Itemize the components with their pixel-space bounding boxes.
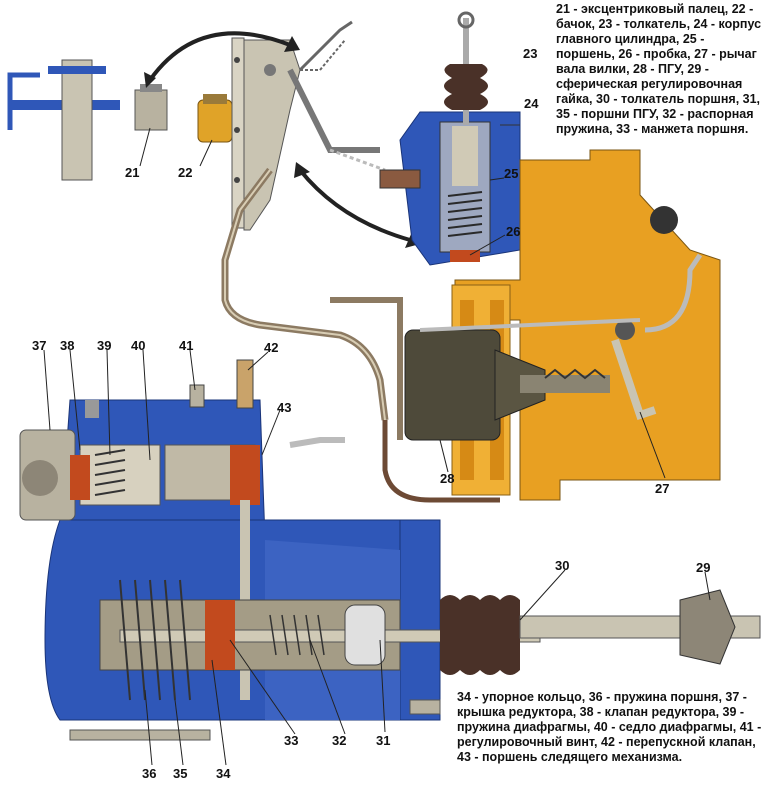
legend-top: 21 - эксцентриковый палец, 22 - бачок, 2… — [556, 2, 762, 136]
callout-27: 27 — [655, 481, 669, 496]
eccentric-pin-detail — [7, 59, 168, 181]
callout-35: 35 — [173, 766, 187, 781]
callout-43: 43 — [277, 400, 291, 415]
callout-40: 40 — [131, 338, 145, 353]
callout-23: 23 — [523, 46, 537, 61]
callout-32: 32 — [332, 733, 346, 748]
callout-numbers: 21 22 23 24 25 26 27 28 29 30 31 32 33 3… — [32, 46, 710, 781]
legend-bottom: 34 - упорное кольцо, 36 - пружина поршня… — [457, 690, 762, 764]
pedal-assembly — [231, 20, 386, 231]
callout-38: 38 — [60, 338, 74, 353]
callout-29: 29 — [696, 560, 710, 575]
callout-26: 26 — [506, 224, 520, 239]
callout-42: 42 — [264, 340, 278, 355]
callout-37: 37 — [32, 338, 46, 353]
callout-24: 24 — [524, 96, 539, 111]
callout-41: 41 — [179, 338, 193, 353]
callout-21: 21 — [125, 165, 139, 180]
callout-34: 34 — [216, 766, 231, 781]
slave-cylinder-unit — [330, 297, 641, 473]
callout-30: 30 — [555, 558, 569, 573]
callout-25: 25 — [504, 166, 518, 181]
callout-33: 33 — [284, 733, 298, 748]
callout-28: 28 — [440, 471, 454, 486]
hydraulic-lines — [221, 167, 500, 503]
reservoir — [197, 94, 233, 167]
callout-36: 36 — [142, 766, 156, 781]
master-cylinder — [379, 11, 521, 266]
leader-lines — [43, 349, 711, 766]
callout-22: 22 — [178, 165, 192, 180]
callout-31: 31 — [376, 733, 390, 748]
callout-39: 39 — [97, 338, 111, 353]
pgu-cross-section — [19, 359, 761, 741]
